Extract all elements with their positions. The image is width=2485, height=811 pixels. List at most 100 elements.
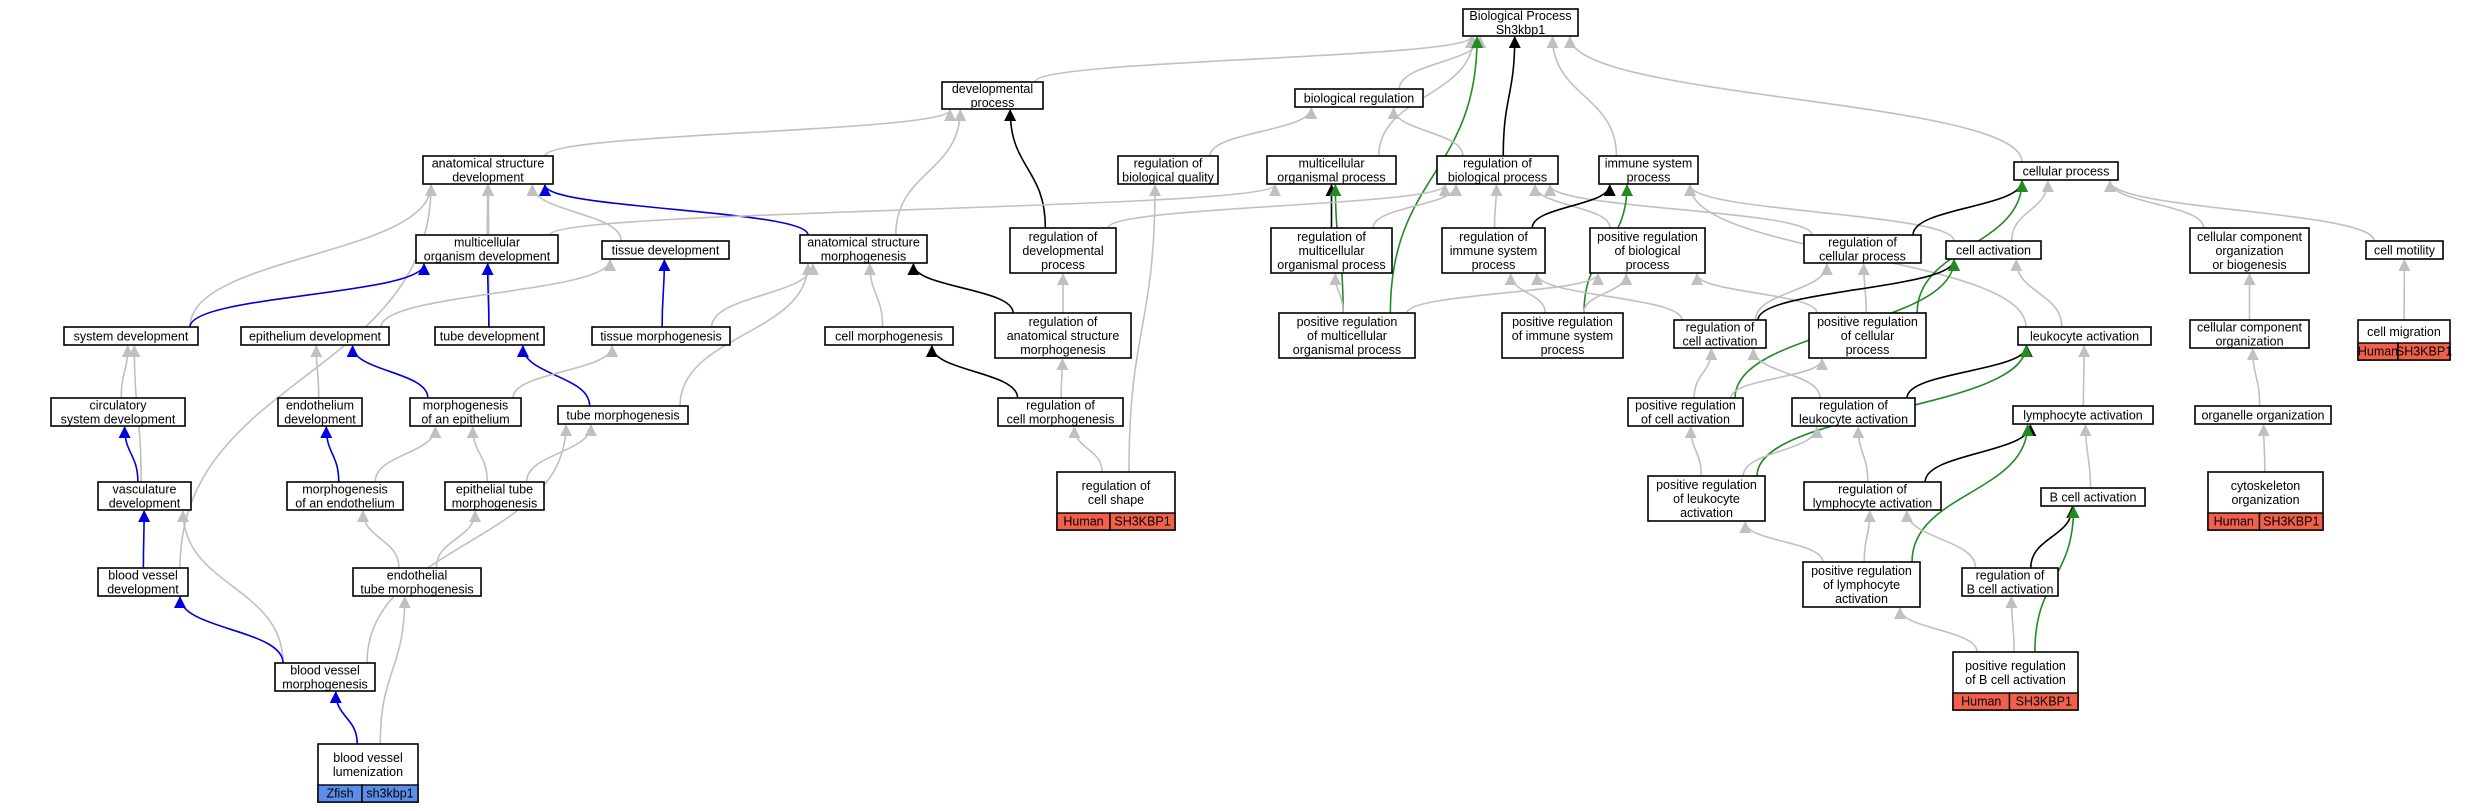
node-box: [1598, 155, 1699, 185]
node-box: [799, 234, 928, 264]
go-node-bca[interactable]: B cell activation: [2040, 487, 2146, 507]
node-label-line: cell shape: [1088, 493, 1144, 507]
go-node-sysdev[interactable]: system development: [63, 326, 199, 346]
go-node-orgorg[interactable]: organelle organization: [2194, 405, 2332, 425]
node-label-line: multicellular: [1299, 244, 1365, 258]
node-box: [2194, 405, 2332, 425]
go-node-tubedev[interactable]: tube development: [434, 326, 545, 346]
node-label-line: blood vessel: [290, 664, 360, 678]
node-label-line: endothelium: [286, 399, 354, 413]
node-label-line: cellular component: [2197, 230, 2302, 244]
edge-regisp-to-isp: [1531, 184, 1616, 229]
species-label: Human: [1961, 695, 2001, 709]
go-node-epidev[interactable]: epithelium development: [240, 326, 390, 346]
node-label-line: organelle organization: [2201, 409, 2324, 423]
gene-label: sh3kbp1: [366, 787, 413, 801]
node-label-line: Sh3kbp1: [1496, 23, 1545, 37]
go-node-cellmot[interactable]: cell motility: [2365, 240, 2444, 260]
node-label-line: morphogenesis: [423, 399, 508, 413]
edge-regcm-to-cellmorph: [925, 345, 1019, 399]
edge-tissmorph-to-tissdev: [658, 259, 671, 328]
node-label-line: regulation of: [1134, 157, 1203, 171]
edge-bvlumen-to-bvmorph: [329, 691, 359, 745]
go-node-regbca[interactable]: regulation ofB cell activation: [1961, 567, 2059, 597]
node-label-line: organization: [2231, 493, 2299, 507]
gene-cell: [361, 784, 419, 803]
node-label-line: organism development: [424, 250, 551, 264]
node-label-line: cell motility: [2374, 244, 2436, 258]
node-label-line: vasculature: [113, 483, 177, 497]
node-box: [1441, 227, 1546, 274]
gene-cell: [2397, 342, 2451, 361]
node-box: [1803, 234, 1922, 264]
edge-mod-to-mop: [549, 184, 1281, 236]
node-box: [1673, 319, 1767, 349]
edge-posregmop-to-regmop: [1329, 273, 1344, 314]
node-label-line: positive regulation: [1635, 399, 1736, 413]
go-node-tubemorph[interactable]: tube morphogenesis: [557, 405, 689, 425]
edge-asmorph-to-asdev: [539, 184, 809, 236]
go-node-cellproc[interactable]: cellular process: [2013, 161, 2119, 181]
edge-tissdev-to-asdev: [526, 184, 622, 242]
go-node-leukact[interactable]: leukocyte activation: [2017, 326, 2152, 346]
node-label-line: regulation of: [1976, 569, 2045, 583]
node-box: [286, 481, 404, 511]
go-node-tissmorph[interactable]: tissue morphogenesis: [591, 326, 731, 346]
go-node-bioreg[interactable]: biological regulation: [1294, 88, 1424, 108]
node-label-line: organismal process: [1277, 258, 1385, 272]
go-node-lymphact[interactable]: lymphocyte activation: [2012, 405, 2154, 425]
go-node-cellmorph[interactable]: cell morphogenesis: [824, 326, 954, 346]
node-box: [591, 326, 731, 346]
gene-label: SH3KBP1: [2016, 695, 2072, 709]
go-node-tissdev[interactable]: tissue development: [601, 240, 730, 260]
go-node-cellact[interactable]: cell activation: [1945, 240, 2042, 260]
node-label-line: B cell activation: [2050, 491, 2137, 505]
node-box: [50, 397, 186, 427]
node-label-line: positive regulation: [1817, 315, 1918, 329]
edge-epitubemorph-to-tubemorph: [525, 424, 597, 483]
edge-bvlumen-to-endotubemorph: [379, 596, 411, 745]
node-box: [2189, 227, 2310, 274]
